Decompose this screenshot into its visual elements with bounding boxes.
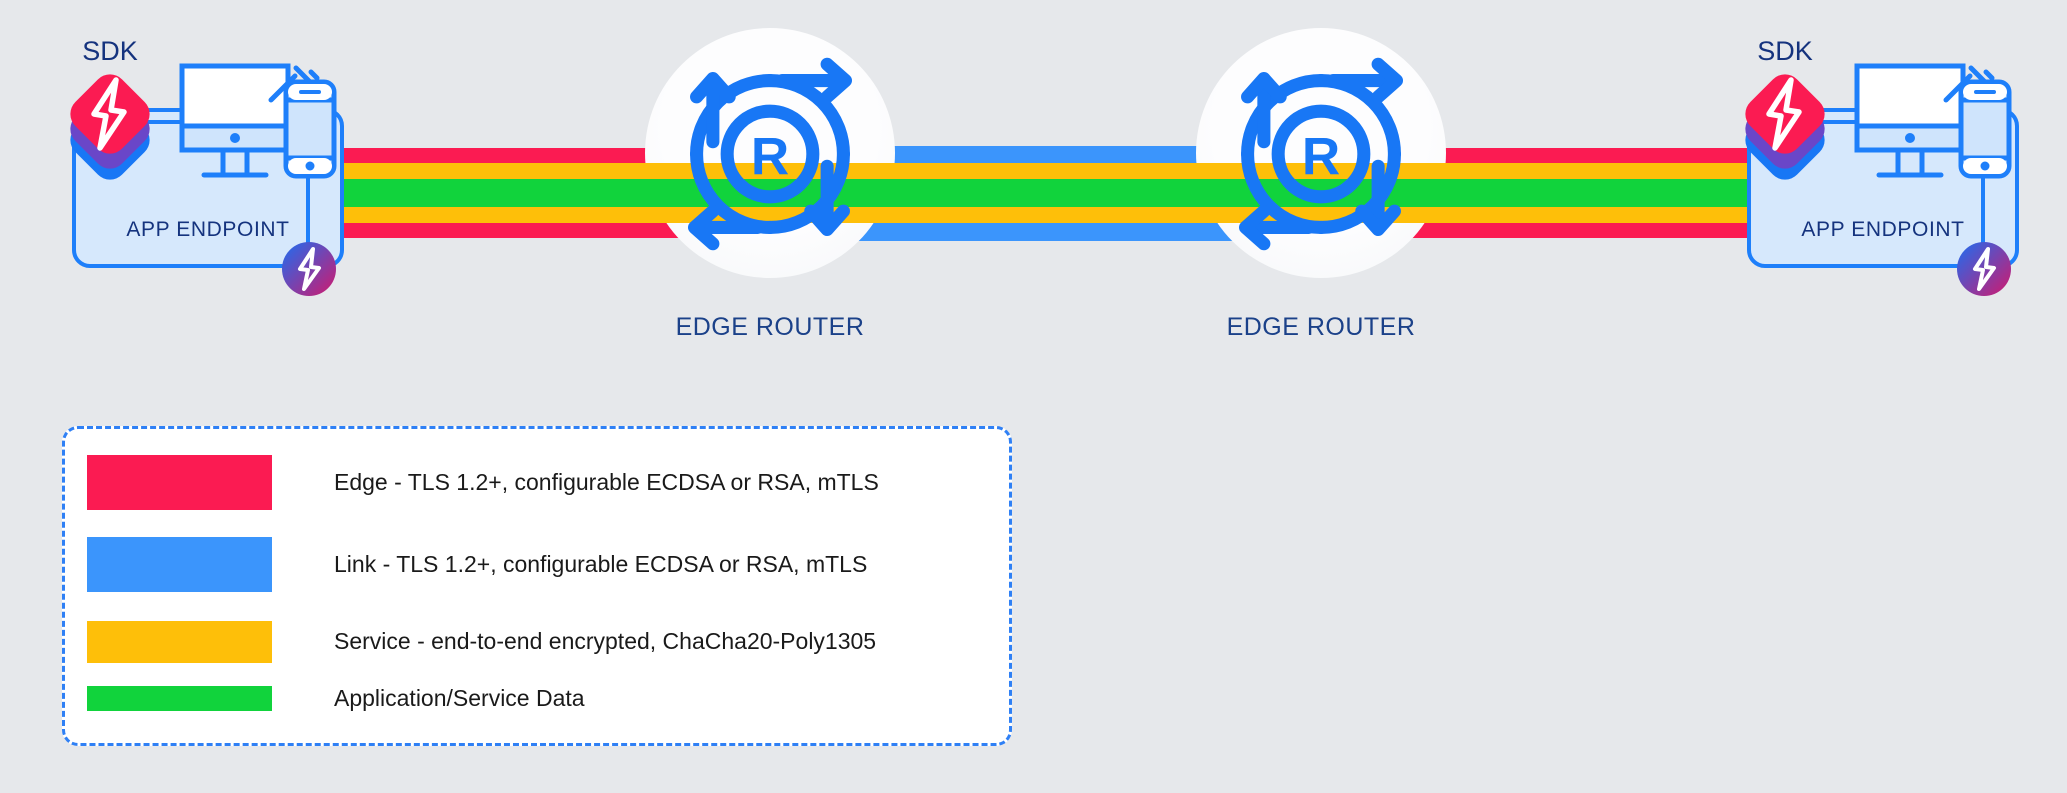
legend-item: Service - end-to-end encrypted, ChaCha20… xyxy=(87,619,987,664)
router-left-label: EDGE ROUTER xyxy=(675,313,865,341)
legend-item: Application/Service Data xyxy=(87,684,987,712)
monitor-icon xyxy=(179,63,291,178)
endpoint-left-badge-connector xyxy=(306,176,310,252)
band-service-bottom xyxy=(338,207,1837,223)
lightning-badge-icon[interactable] xyxy=(280,240,338,298)
svg-text:R: R xyxy=(1302,127,1340,186)
legend-box: Edge - TLS 1.2+, configurable ECDSA or R… xyxy=(62,426,1012,746)
edge-router-icon: R xyxy=(1238,57,1404,251)
monitor-icon xyxy=(1854,63,1966,178)
signal-lines-icon xyxy=(1943,65,1995,103)
sdk-stack-icon xyxy=(1745,74,1825,180)
endpoint-left-label: APP ENDPOINT xyxy=(126,218,290,241)
signal-lines-icon xyxy=(268,65,320,103)
legend-label-app-data: Application/Service Data xyxy=(334,684,585,711)
legend-item: Edge - TLS 1.2+, configurable ECDSA or R… xyxy=(87,453,987,511)
band-edge-right-bottom xyxy=(1312,223,1837,238)
legend-item: Link - TLS 1.2+, configurable ECDSA or R… xyxy=(87,535,987,593)
legend-label-edge: Edge - TLS 1.2+, configurable ECDSA or R… xyxy=(334,468,879,495)
svg-text:R: R xyxy=(751,127,789,186)
endpoint-right-badge-connector xyxy=(1981,176,1985,252)
endpoint-left-sdk-label: SDK xyxy=(82,36,138,66)
router-right-label: EDGE ROUTER xyxy=(1226,313,1416,341)
band-service-top xyxy=(338,163,1837,179)
router-left-circle xyxy=(645,28,895,278)
legend-swatch-service xyxy=(87,620,272,663)
sdk-stack-icon xyxy=(70,74,150,180)
router-right-circle xyxy=(1196,28,1446,278)
legend-label-link: Link - TLS 1.2+, configurable ECDSA or R… xyxy=(334,550,868,577)
band-application-data xyxy=(338,179,1837,207)
band-link-bottom xyxy=(855,222,1320,241)
endpoint-right-label: APP ENDPOINT xyxy=(1801,218,1965,241)
legend-swatch-edge xyxy=(87,454,272,510)
legend-swatch-app-data xyxy=(87,685,272,711)
edge-router-icon: R xyxy=(687,57,853,251)
legend-label-service: Service - end-to-end encrypted, ChaCha20… xyxy=(334,628,877,654)
legend-swatch-link xyxy=(87,536,272,592)
endpoint-right-sdk-label: SDK xyxy=(1757,36,1813,66)
phone-icon xyxy=(283,79,337,179)
lightning-badge-icon[interactable] xyxy=(1955,240,2013,298)
